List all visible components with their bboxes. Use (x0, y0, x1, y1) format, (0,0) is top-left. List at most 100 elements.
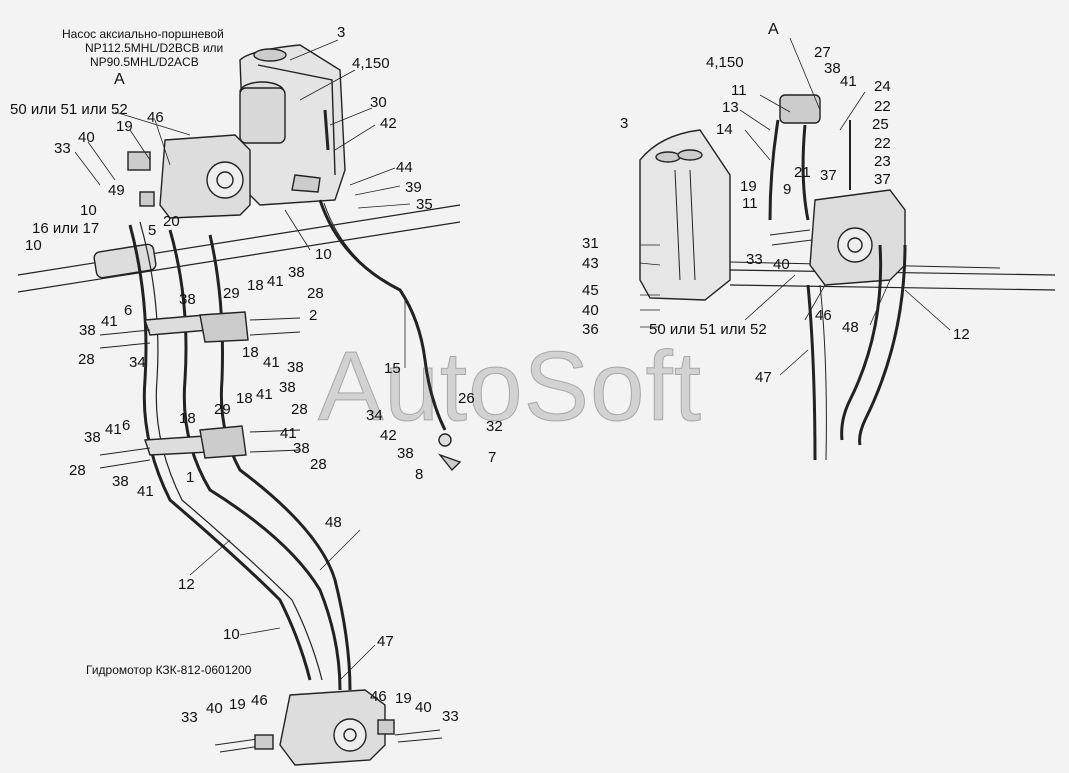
callout: 50 или 51 или 52 (649, 321, 767, 338)
callout: 38 (112, 473, 129, 490)
callout: 41 (101, 313, 118, 330)
callout: 11 (742, 195, 758, 212)
callout: 38 (287, 359, 304, 376)
callout: 4,150 (352, 55, 390, 72)
callout: 47 (377, 633, 394, 650)
callout: 28 (307, 285, 324, 302)
callout: 22 (874, 98, 891, 115)
callout: 29 (223, 285, 240, 302)
view-a-label-right: А (768, 21, 779, 38)
pump-caption-line3: NP90.5MHL/D2ACB (90, 55, 199, 69)
callout: 20 (163, 213, 180, 230)
callout: 18 (247, 277, 264, 294)
callout: 2 (309, 307, 318, 324)
callout: 31 (582, 235, 599, 252)
callout: 22 (874, 135, 891, 152)
callout: 37 (874, 171, 891, 188)
callout: 18 (236, 390, 253, 407)
callout: 19 (229, 696, 246, 713)
callout: 11 (731, 82, 747, 99)
watermark: AutoSoft (318, 331, 702, 442)
callout: 10 (315, 246, 332, 263)
callout: 37 (820, 167, 837, 184)
callout: 23 (874, 153, 891, 170)
callout: 19 (116, 118, 133, 135)
callout: 8 (415, 466, 424, 483)
callout: 34 (366, 407, 383, 424)
callout: 7 (488, 449, 497, 466)
callout: 38 (288, 264, 305, 281)
callout: 40 (206, 700, 223, 717)
callout: 38 (824, 60, 841, 77)
callout: 50 или 51 или 52 (10, 101, 128, 118)
callout: 46 (370, 688, 387, 705)
callout: 48 (842, 319, 859, 336)
callout: 41 (267, 273, 284, 290)
callout: 30 (370, 94, 387, 111)
callout: 41 (280, 425, 297, 442)
callout: 12 (953, 326, 970, 343)
callout: 33 (181, 709, 198, 726)
callout: 3 (337, 24, 346, 41)
callout: 18 (242, 344, 259, 361)
callout: 38 (84, 429, 101, 446)
view-a-label-left: А (114, 71, 125, 88)
callout: 32 (486, 418, 503, 435)
callout: 14 (716, 121, 733, 138)
callout: 40 (78, 129, 95, 146)
callout: 6 (124, 302, 133, 319)
callout: 28 (310, 456, 327, 473)
callout: 41 (263, 354, 280, 371)
callout: 33 (54, 140, 71, 157)
callout: 45 (582, 282, 599, 299)
callout: 10 (223, 626, 240, 643)
callout: 38 (397, 445, 414, 462)
callout: 41 (137, 483, 154, 500)
callout: 41 (256, 386, 273, 403)
callout: 41 (105, 421, 122, 438)
callout: 49 (108, 182, 125, 199)
callout: 42 (380, 115, 397, 132)
callout: 19 (395, 690, 412, 707)
callout: 38 (293, 440, 310, 457)
callout: 10 (25, 237, 42, 254)
callout: 39 (405, 179, 422, 196)
callout: 41 (840, 73, 857, 90)
callout: 36 (582, 321, 599, 338)
callout: 29 (214, 401, 231, 418)
callout: 48 (325, 514, 342, 531)
callout: 34 (129, 354, 146, 371)
callout: 28 (291, 401, 308, 418)
pump-caption-line2: NP112.5MHL/D2BCB или (85, 41, 224, 55)
callout: 38 (79, 322, 96, 339)
callout: 25 (872, 116, 889, 133)
callout: 10 (80, 202, 97, 219)
callout: 28 (69, 462, 86, 479)
callout: 18 (179, 410, 196, 427)
motor-caption: Гидромотор КЗК-812-0601200 (86, 663, 252, 677)
callout: 19 (740, 178, 757, 195)
callout: 40 (773, 256, 790, 273)
callout: 40 (582, 302, 599, 319)
callout: 47 (755, 369, 772, 386)
callout: 40 (415, 699, 432, 716)
callout: 33 (746, 251, 763, 268)
callout: 3 (620, 115, 629, 132)
callout: 43 (582, 255, 599, 272)
callout: 46 (147, 109, 164, 126)
callout: 46 (815, 307, 832, 324)
callout: 12 (178, 576, 195, 593)
callout: 24 (874, 78, 891, 95)
callout: 6 (122, 417, 131, 434)
callout: 26 (458, 390, 475, 407)
callout: 46 (251, 692, 268, 709)
callout: 42 (380, 427, 397, 444)
callout: 5 (148, 222, 157, 239)
callout: 38 (179, 291, 196, 308)
callout: 38 (279, 379, 296, 396)
callout: 21 (794, 164, 811, 181)
callout: 1 (186, 469, 195, 486)
callout: 16 или 17 (32, 220, 100, 237)
